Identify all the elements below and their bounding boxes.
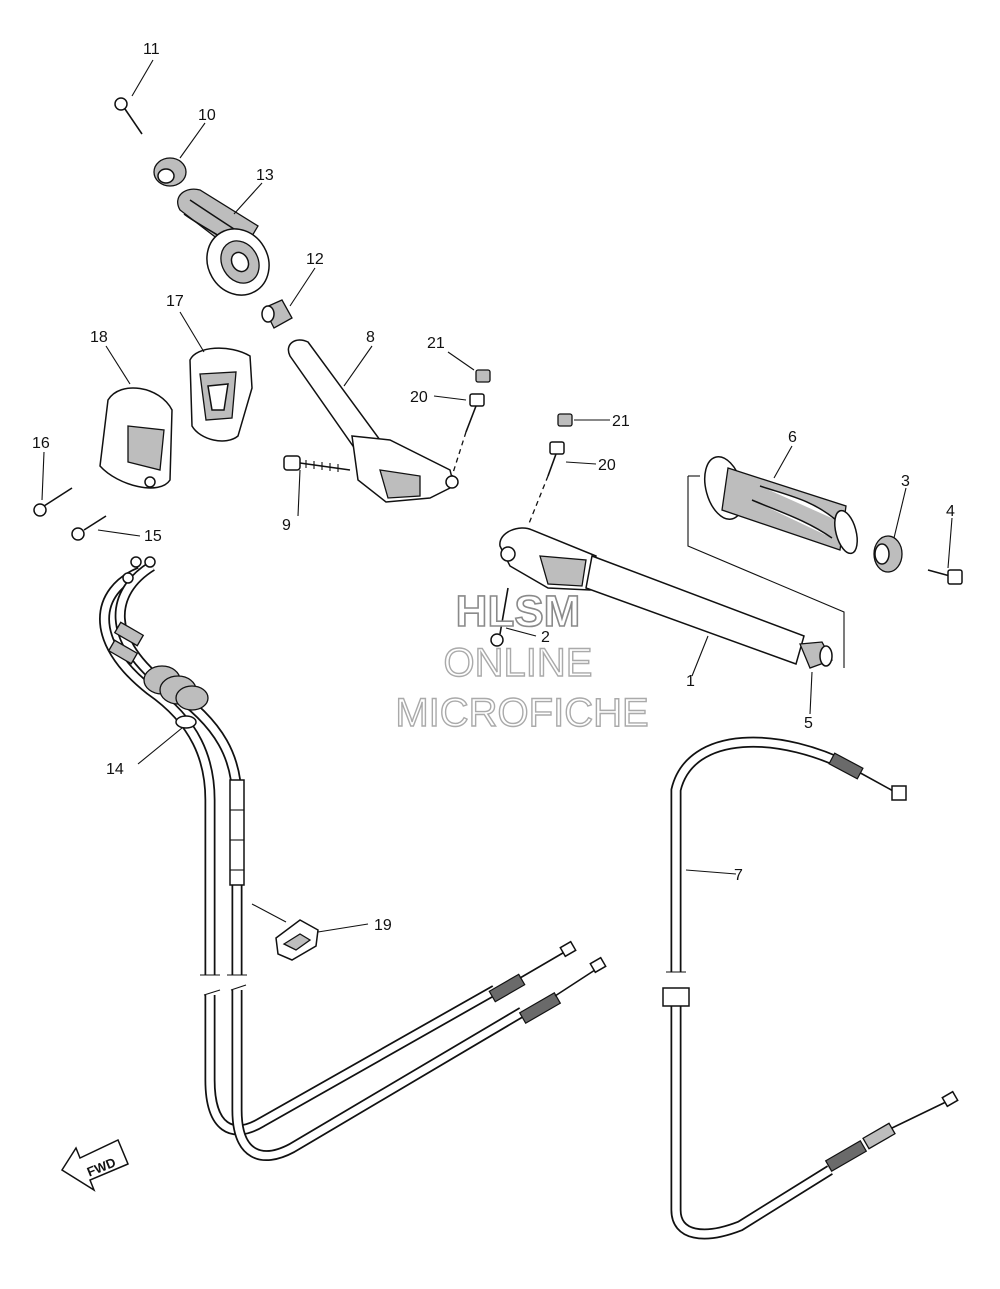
callout-numbers: 11 10 13 12 17 8 18 21 20 21 16 6 20 3 4… xyxy=(32,41,955,934)
callout-20-right: 20 xyxy=(598,457,616,474)
watermark-line-3: MICROFICHE xyxy=(395,691,648,735)
callout-4: 4 xyxy=(946,503,955,520)
callout-6: 6 xyxy=(788,429,797,446)
callout-21-right: 21 xyxy=(612,413,630,430)
callout-14: 14 xyxy=(106,761,124,778)
screw-16[interactable] xyxy=(33,487,73,517)
callout-3: 3 xyxy=(901,473,910,490)
watermark-line-2: ONLINE xyxy=(444,641,593,685)
callout-5: 5 xyxy=(804,715,813,732)
callout-11: 11 xyxy=(143,41,160,58)
switch-housing-17[interactable] xyxy=(189,347,253,442)
grip-6[interactable] xyxy=(698,452,861,555)
callout-9: 9 xyxy=(282,517,291,534)
callout-13: 13 xyxy=(256,167,274,184)
watermark: HLSM ONLINE MICROFICHE xyxy=(395,586,650,736)
bolt-20-left[interactable] xyxy=(451,393,485,477)
callout-1: 1 xyxy=(686,673,695,690)
callout-7: 7 xyxy=(734,867,743,884)
screw-4[interactable] xyxy=(927,569,963,585)
callout-10: 10 xyxy=(198,107,216,124)
collar-5[interactable] xyxy=(799,641,833,669)
end-weight-3[interactable] xyxy=(873,535,903,573)
bolt-9[interactable] xyxy=(283,455,351,472)
assembly-frame xyxy=(687,475,845,668)
fwd-arrow: FWD xyxy=(60,1138,129,1192)
screw-11[interactable] xyxy=(114,97,143,135)
callout-21-left: 21 xyxy=(427,335,445,352)
nut-21-right[interactable] xyxy=(557,413,573,427)
watermark-line-1: HLSM xyxy=(456,587,581,636)
bolt-2[interactable] xyxy=(490,587,509,647)
handlebar-right-1[interactable] xyxy=(499,527,805,665)
callout-19: 19 xyxy=(374,917,392,934)
nut-21-left[interactable] xyxy=(475,369,491,383)
throttle-grip-13[interactable] xyxy=(177,188,281,306)
switch-housing-18[interactable] xyxy=(99,387,173,489)
callout-20-left: 20 xyxy=(410,389,428,406)
bolt-20-right[interactable] xyxy=(527,441,565,527)
callout-18: 18 xyxy=(90,329,108,346)
callout-17: 17 xyxy=(166,293,184,310)
callout-2: 2 xyxy=(541,629,550,646)
leader-lines xyxy=(41,59,953,933)
collar-12[interactable] xyxy=(261,299,293,329)
clutch-cable[interactable] xyxy=(662,736,959,1240)
callout-8: 8 xyxy=(366,329,375,346)
callout-16: 16 xyxy=(32,435,50,452)
end-weight-10[interactable] xyxy=(153,157,187,187)
screw-15[interactable] xyxy=(71,515,107,541)
callout-12: 12 xyxy=(306,251,324,268)
cable-clamp-19[interactable] xyxy=(251,903,319,961)
handlebar-left-8[interactable] xyxy=(287,339,459,503)
callout-15: 15 xyxy=(144,528,162,545)
throttle-cables[interactable] xyxy=(99,556,607,1161)
